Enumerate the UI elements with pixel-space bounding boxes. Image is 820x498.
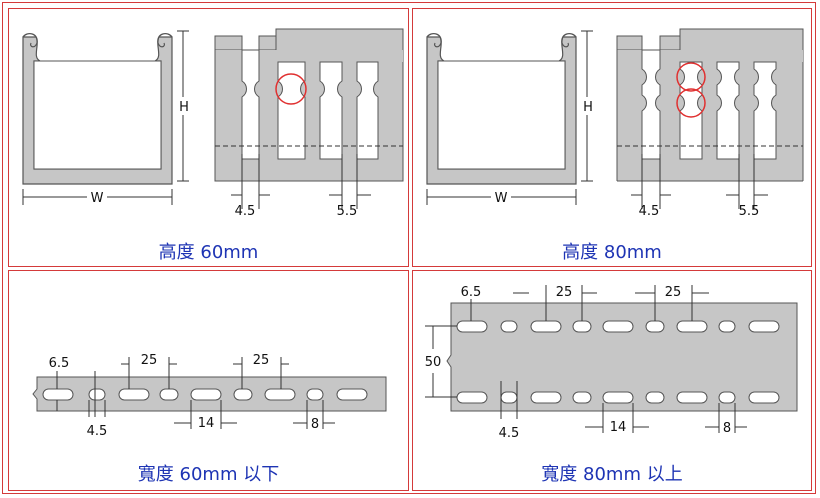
finger-width-label: 4.5 — [235, 204, 256, 219]
height-dimension: H — [581, 30, 595, 182]
highlight-circle-lower — [676, 88, 706, 118]
panel-caption: 寬度 80mm 以上 — [541, 464, 683, 485]
panel-height-80: H W — [412, 8, 812, 267]
base-hole-diagram-60: 6.5 25 25 4.5 14 8 — [32, 353, 387, 439]
gap-width-label: 5.5 — [739, 204, 760, 219]
hole-dimensions: 6.5 25 25 4.5 14 8 — [49, 353, 335, 439]
tab-width-label: 8 — [723, 421, 731, 436]
hole-diameter-label: 4.5 — [499, 426, 520, 441]
base-hole-diagram-80: 6.5 25 25 50 4.5 14 — [425, 285, 798, 441]
hole-diameter-label: 4.5 — [87, 424, 108, 439]
panel-width-60-below: 6.5 25 25 4.5 14 8 寬度 60mm — [8, 270, 409, 491]
row-spacing-label: 50 — [425, 355, 442, 370]
width-dimension: W — [22, 189, 173, 206]
duct-cross-section — [22, 33, 173, 185]
tab-width-label: 8 — [311, 417, 319, 432]
height-label: H — [179, 100, 189, 115]
panel-height-60: H W — [8, 8, 409, 267]
base-strip — [32, 376, 387, 412]
duct-section-diagram-80: H W — [426, 28, 804, 219]
plate-dimensions: 6.5 25 25 50 4.5 14 — [425, 285, 747, 441]
height-dimension: H — [177, 30, 191, 182]
finger-width-label: 4.5 — [639, 204, 660, 219]
pitch-label-2: 25 — [253, 353, 270, 368]
duct-side-view — [616, 28, 804, 182]
duct-section-diagram-60: H W — [22, 28, 404, 219]
duct-side-view — [214, 28, 404, 182]
base-plate — [446, 302, 798, 412]
pitch-label-1: 25 — [556, 285, 573, 300]
side-dimensions: 4.5 5.5 — [231, 154, 371, 219]
panel-caption: 高度 80mm — [562, 242, 662, 263]
width-label: W — [91, 191, 104, 206]
panel-width-80-above: 6.5 25 25 50 4.5 14 — [412, 270, 812, 491]
width-dimension: W — [426, 189, 577, 206]
side-dimensions: 4.5 5.5 — [631, 154, 768, 219]
pitch-label-1: 25 — [141, 353, 158, 368]
edge-distance-label: 6.5 — [461, 285, 482, 300]
highlight-circle — [275, 73, 307, 105]
width-label: W — [495, 191, 508, 206]
slot-length-label: 14 — [610, 420, 627, 435]
edge-distance-label: 6.5 — [49, 356, 70, 371]
panel-caption: 寬度 60mm 以下 — [137, 464, 280, 485]
duct-cross-section — [426, 33, 577, 185]
panel-caption: 高度 60mm — [158, 242, 259, 263]
pitch-label-2: 25 — [665, 285, 682, 300]
highlight-circle-upper — [676, 62, 706, 92]
height-label: H — [583, 100, 593, 115]
gap-width-label: 5.5 — [337, 204, 358, 219]
slot-length-label: 14 — [198, 416, 215, 431]
